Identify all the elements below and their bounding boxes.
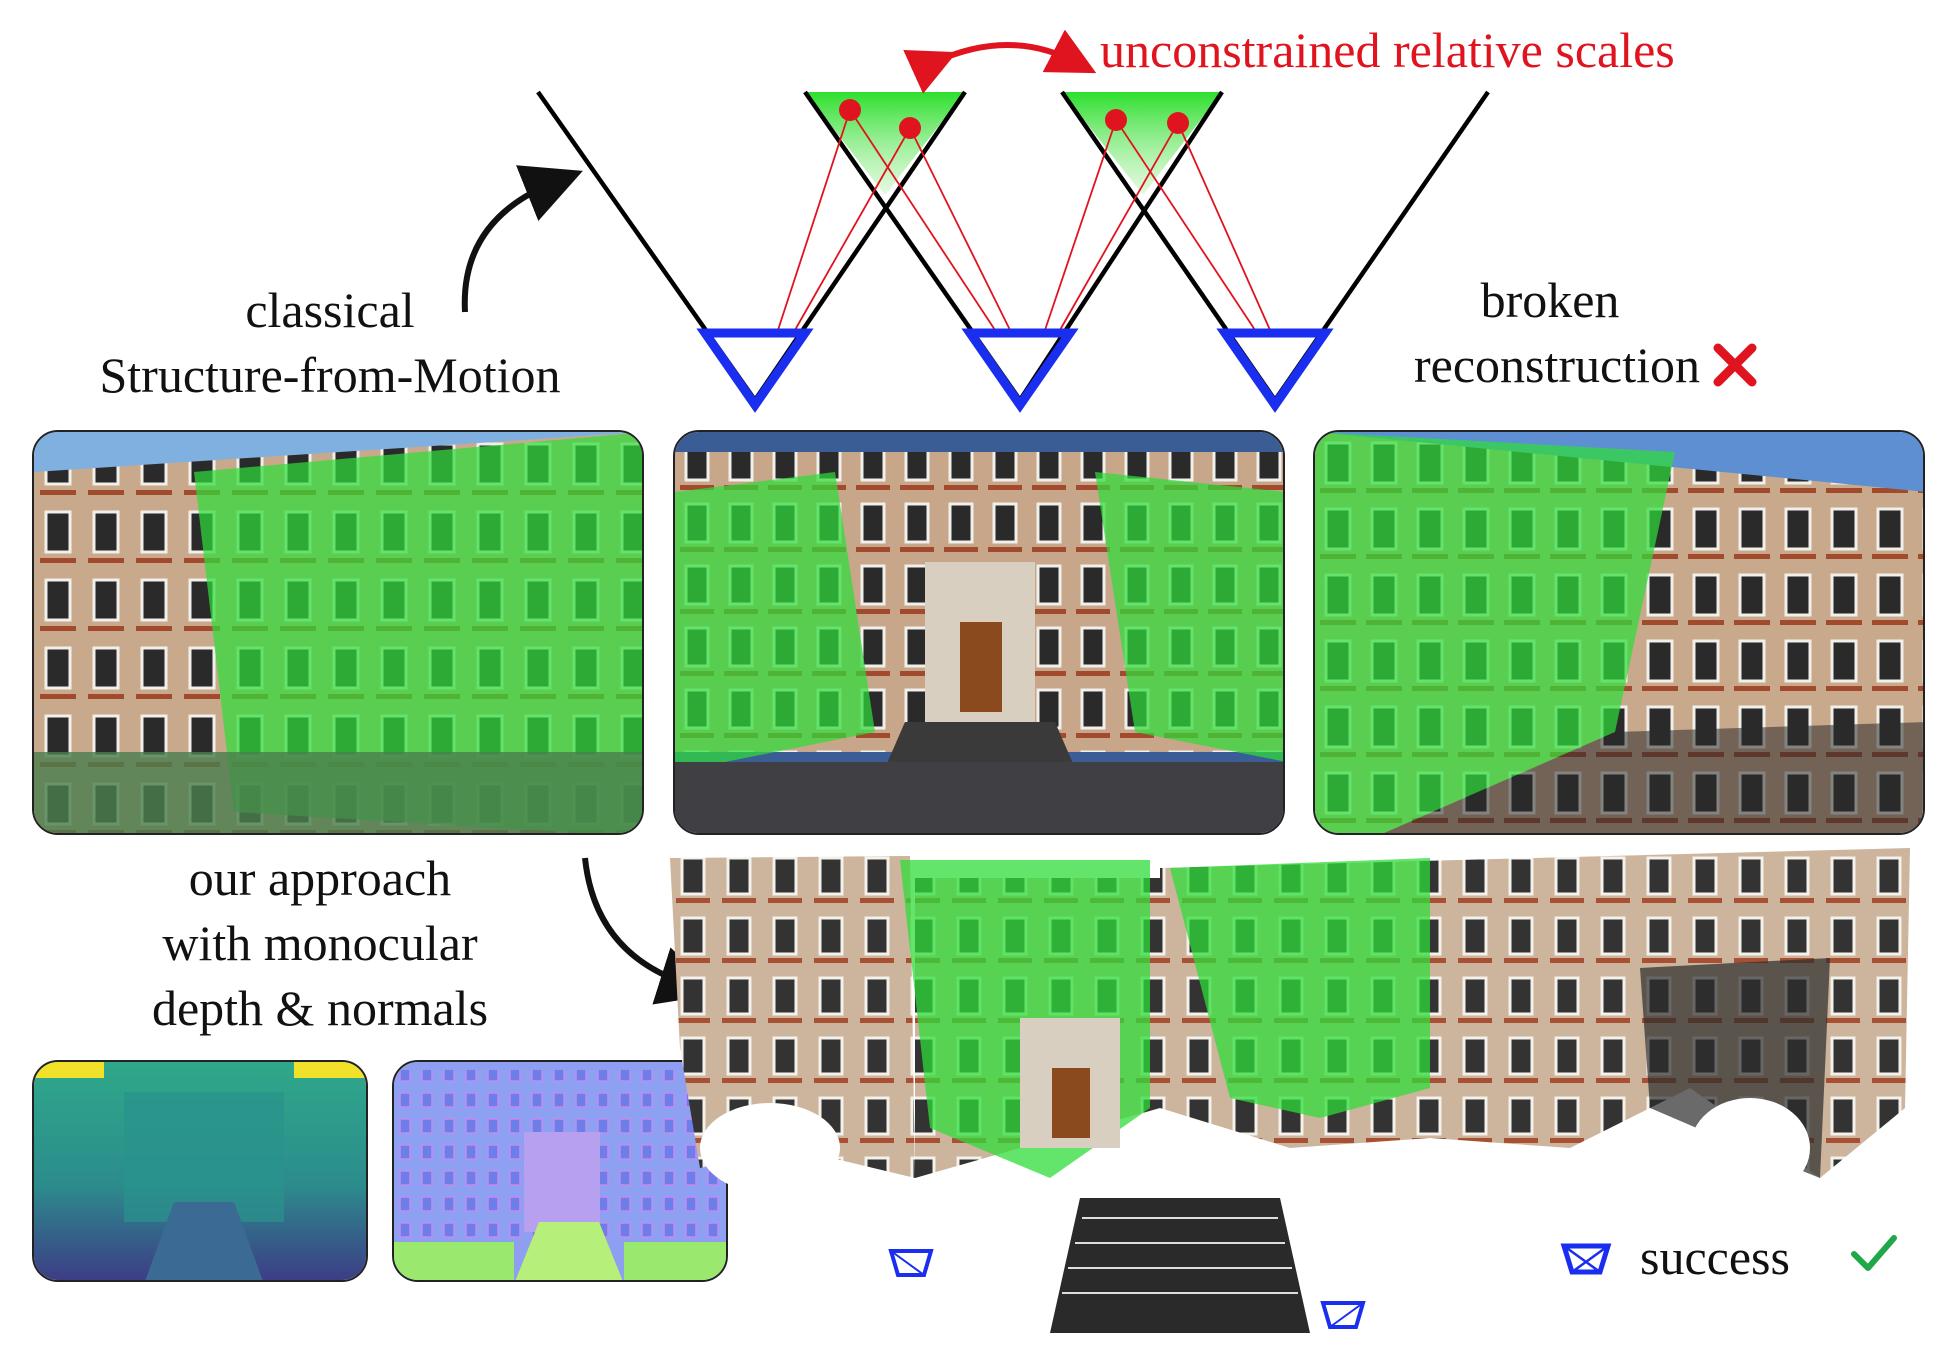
camera-icons [696, 328, 1334, 413]
feature-points [839, 99, 1189, 139]
checkmark-icon [1851, 1235, 1897, 1271]
sfm-diagram [461, 29, 1490, 413]
camera-frustum-icon [888, 1249, 934, 1277]
unconstrained-scales-label: unconstrained relative scales [1100, 22, 1675, 78]
photo-center-view [673, 430, 1285, 835]
broken-label-line1: broken [1480, 272, 1620, 328]
success-label: success [1640, 1229, 1790, 1285]
broken-label-line2: reconstruction [1413, 337, 1700, 393]
camera-frustum-icon [961, 328, 1079, 413]
ours-label-line3: depth & normals [151, 980, 489, 1036]
reconstruction-pointcloud [670, 848, 1935, 1333]
classical-arrow [461, 165, 583, 313]
photo-left-view [32, 430, 644, 835]
overlap-region-right [1062, 92, 1222, 195]
classical-label-line2: Structure-from-Motion [99, 347, 561, 403]
scale-double-arrow [903, 29, 1097, 94]
ours-label-line1: our approach [188, 850, 452, 906]
feature-rays [777, 109, 1271, 331]
camera-frustum-icon [696, 328, 814, 413]
depth-map-thumbnail [32, 1060, 368, 1282]
classical-label-line1: classical [245, 282, 415, 338]
normal-map-thumbnail [392, 1060, 728, 1282]
overlap-region-left [805, 92, 965, 195]
ours-label-line2: with monocular [162, 915, 478, 971]
photo-right-view [1313, 430, 1925, 835]
camera-frustum-icon [1560, 1243, 1612, 1275]
camera-frustum-icon [1216, 328, 1334, 413]
camera-frustum-icon [1320, 1301, 1366, 1329]
cross-icon [1713, 343, 1757, 387]
